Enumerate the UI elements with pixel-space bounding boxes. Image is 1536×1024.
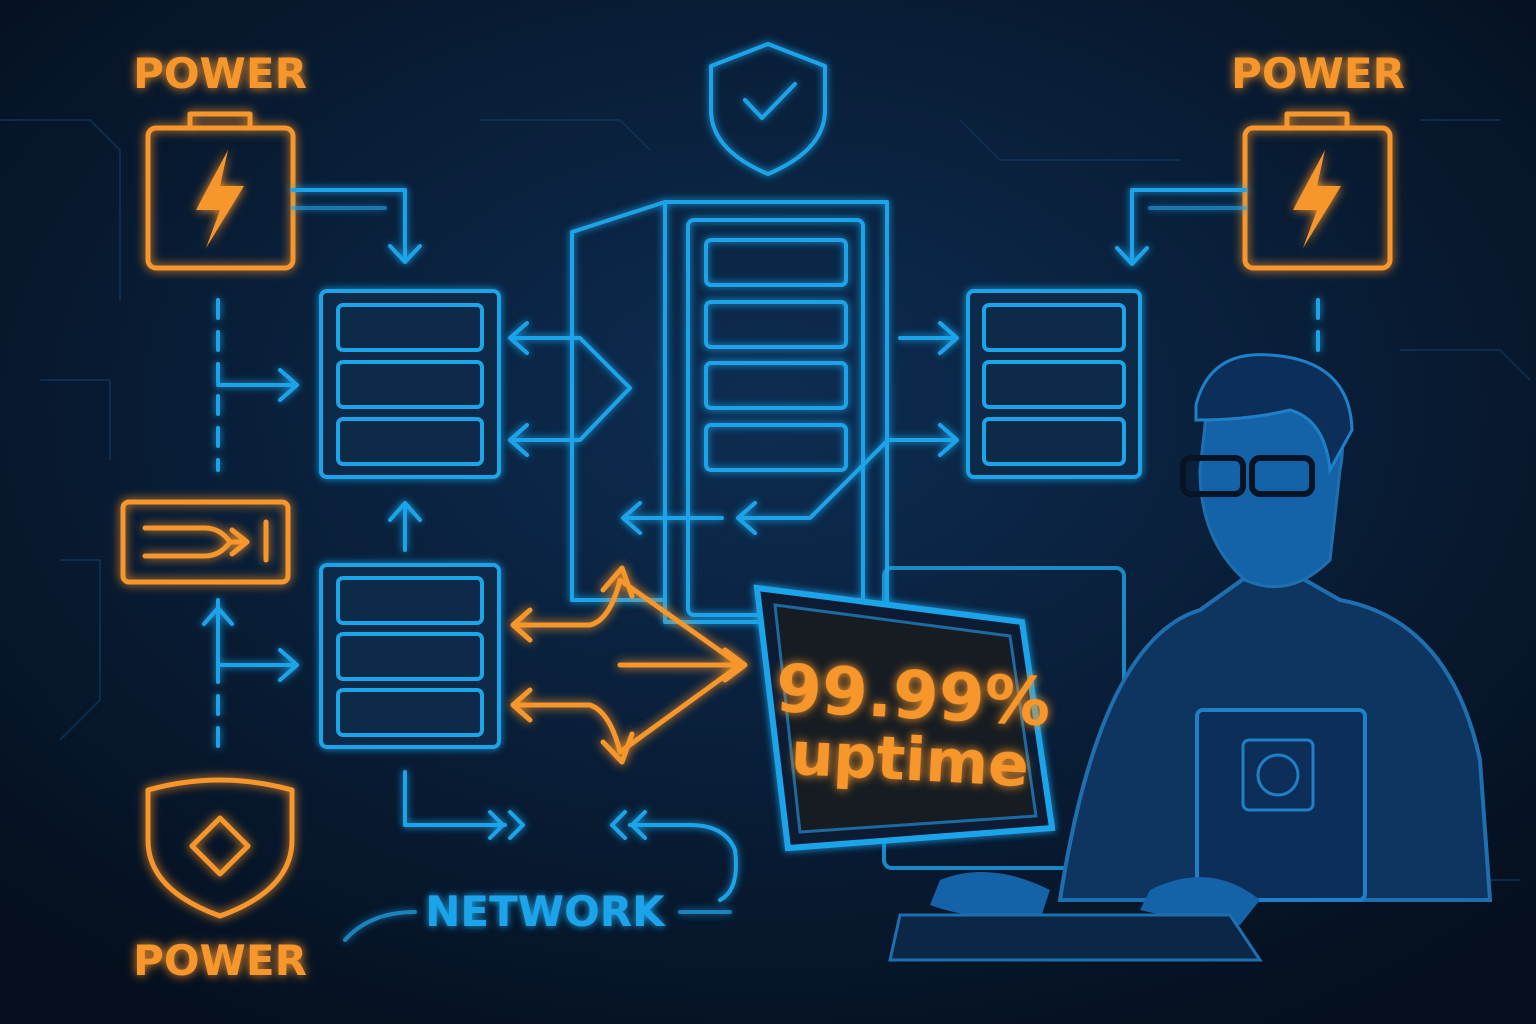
uptime-value: 99.99% — [774, 650, 1053, 741]
uptime-monitor — [753, 584, 1056, 852]
power-feed-arrows — [291, 188, 1247, 266]
power-shield-icon — [145, 777, 295, 919]
power-label-bottom-left: POWER — [133, 936, 307, 985]
server-unit-right — [966, 289, 1142, 479]
network-label: NETWORK — [425, 887, 666, 936]
left-bus — [202, 298, 1320, 752]
network-switch-icon — [120, 499, 291, 585]
tablet — [1195, 708, 1367, 902]
engineer-person — [930, 353, 1493, 925]
power-label-top-left: POWER — [133, 49, 307, 98]
security-shield-check-icon — [709, 42, 827, 176]
server-unit-top-left — [319, 289, 501, 479]
arrow-up-connector — [388, 501, 422, 552]
uptime-caption: uptime — [789, 719, 1030, 801]
battery-right-icon — [1242, 111, 1393, 271]
battery-left-icon — [145, 111, 296, 271]
power-label-top-right: POWER — [1231, 49, 1405, 98]
data-flow-arrows-orange — [510, 565, 748, 765]
server-unit-bottom-left — [319, 563, 501, 749]
keyboard — [888, 913, 1263, 962]
glasses-icon — [1180, 455, 1315, 497]
tablet-logo-icon — [1241, 738, 1315, 812]
data-flow-arrows-blue — [343, 321, 959, 942]
